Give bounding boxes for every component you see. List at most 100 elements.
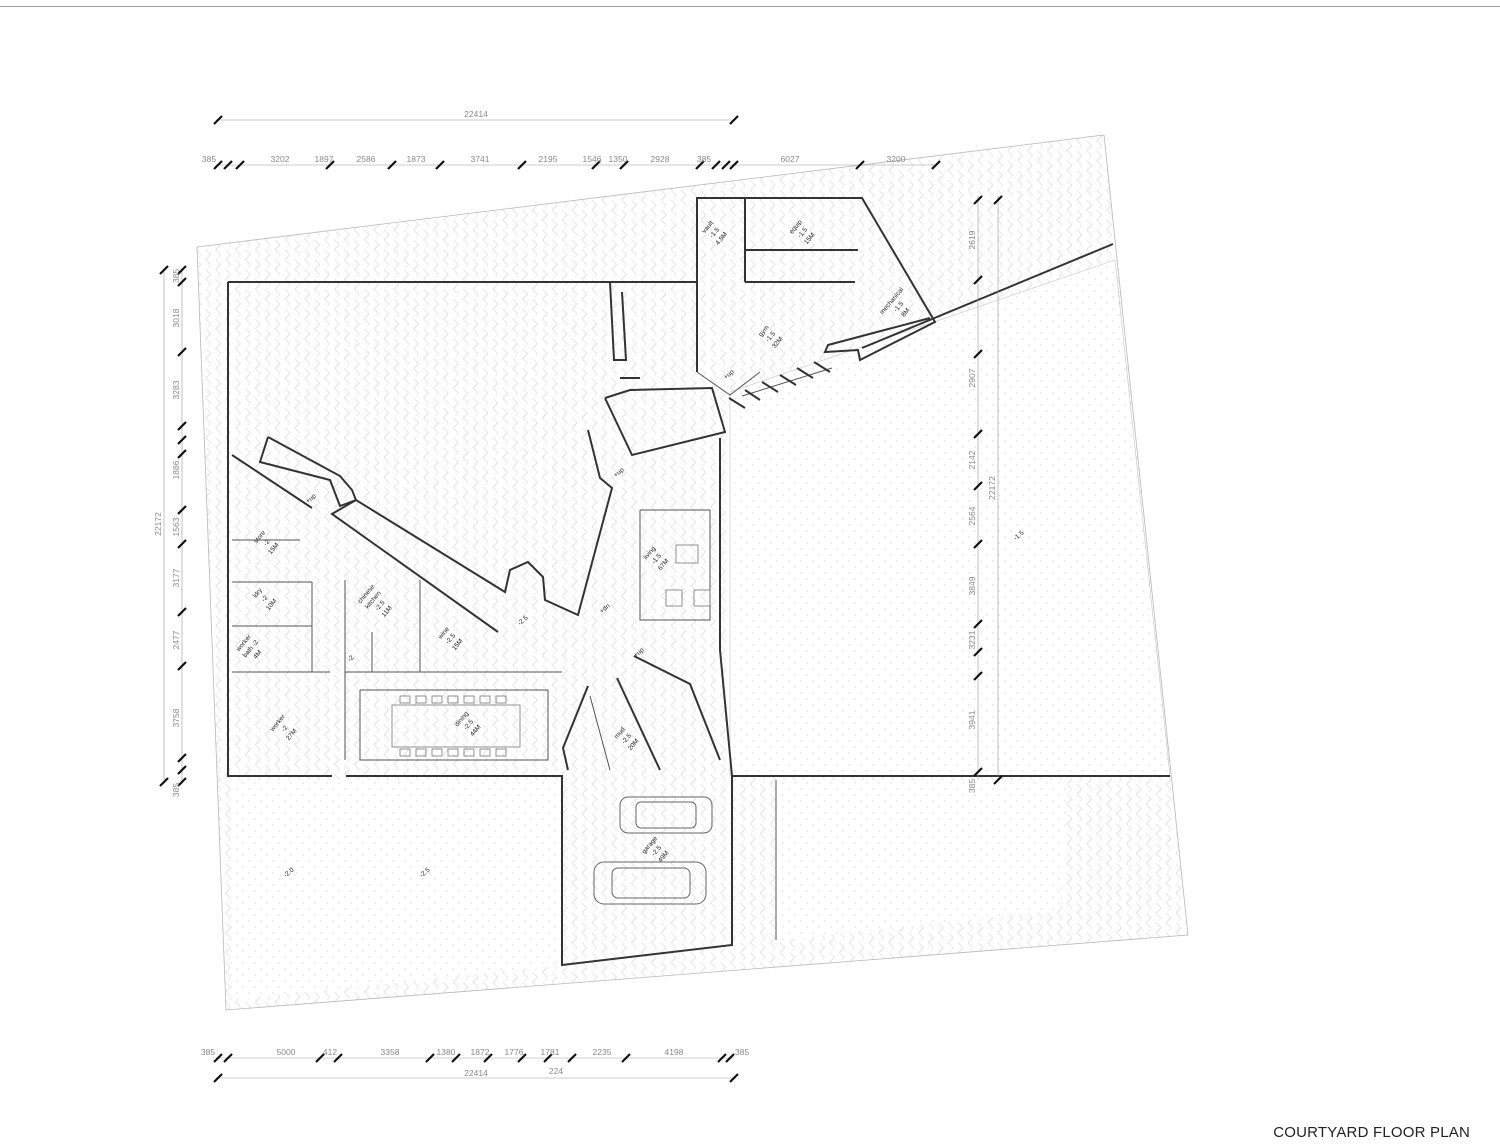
dim-left: 1886	[171, 460, 181, 479]
dim-bottom: 385	[735, 1047, 749, 1057]
dim-tick	[973, 275, 983, 285]
dim-tick	[567, 1053, 577, 1063]
dim-tick	[695, 160, 705, 170]
dim-right: 3849	[967, 576, 977, 595]
dim-tick	[177, 435, 187, 445]
dim-tick	[177, 765, 187, 775]
dim-tick	[931, 160, 941, 170]
dim-right: 2619	[967, 230, 977, 249]
dim-top: 2928	[651, 154, 670, 164]
plan-title: COURTYARD FLOOR PLAN	[1273, 1124, 1470, 1141]
dim-tick	[177, 777, 187, 787]
dim-tick	[333, 1053, 343, 1063]
dimension-ticks	[159, 115, 1003, 1083]
dim-tick	[729, 1073, 739, 1083]
dim-right: 3941	[967, 710, 977, 729]
dim-bottom: 1781	[541, 1047, 560, 1057]
dim-tick	[973, 671, 983, 681]
dim-tick	[711, 160, 721, 170]
dim-tick	[315, 1053, 325, 1063]
dim-top: 1546	[583, 154, 602, 164]
dim-tick	[973, 539, 983, 549]
dim-overall-right: 22172	[987, 476, 997, 500]
dim-tick	[517, 1053, 527, 1063]
room-label-line: 4M	[252, 649, 263, 660]
dim-left: 3018	[171, 308, 181, 327]
dim-top: 1897	[315, 154, 334, 164]
dim-right: 2142	[967, 450, 977, 469]
dim-top: 3741	[471, 154, 490, 164]
dim-tick	[451, 1053, 461, 1063]
dim-tick	[543, 1053, 553, 1063]
dim-tick	[717, 1053, 727, 1063]
dim-bottom: 1380	[437, 1047, 456, 1057]
dim-tick	[177, 265, 187, 275]
top-rule	[0, 6, 1500, 7]
dim-left: 3283	[171, 380, 181, 399]
dim-overall-left: 22172	[153, 512, 163, 536]
dim-left: 385	[171, 783, 181, 797]
dining-table	[391, 695, 521, 757]
dim-top: 2586	[357, 154, 376, 164]
site-paving	[196, 134, 1189, 1011]
interior-walls	[232, 367, 833, 940]
dim-tick	[619, 160, 629, 170]
room-label-line: -2	[262, 538, 271, 547]
dim-bottom: 2235	[593, 1047, 612, 1057]
dim-overall-bottom: 22414	[464, 1068, 488, 1078]
dim-left: 3177	[171, 568, 181, 587]
dim-tick	[483, 1053, 493, 1063]
garage-cars	[593, 796, 713, 905]
dim-tick	[177, 421, 187, 431]
dim-tick	[621, 1053, 631, 1063]
dim-tick	[213, 115, 223, 125]
dim-tick	[855, 160, 865, 170]
dim-top: 385	[697, 154, 711, 164]
dim-bottom: 385	[201, 1047, 215, 1057]
dim-right: 2907	[967, 368, 977, 387]
building-walls	[227, 197, 1170, 967]
dim-tick	[177, 661, 187, 671]
dim-tick	[213, 1073, 223, 1083]
dim-tick	[177, 607, 187, 617]
dim-tick	[973, 195, 983, 205]
dim-left: 385	[171, 269, 181, 283]
dim-tick	[387, 160, 397, 170]
dim-top: 1873	[407, 154, 426, 164]
dim-tick	[235, 160, 245, 170]
dim-tick	[177, 505, 187, 515]
dim-top: 6027	[781, 154, 800, 164]
room-label-line: -2	[280, 724, 289, 733]
dim-tick	[213, 160, 223, 170]
dim-tick	[223, 160, 233, 170]
dim-tick	[159, 777, 169, 787]
dim-tick	[729, 160, 739, 170]
dim-tick	[425, 1053, 435, 1063]
dim-tick	[517, 160, 527, 170]
dim-bottom: 4198	[665, 1047, 684, 1057]
living-furniture	[665, 544, 711, 607]
dim-tick	[177, 347, 187, 357]
dim-tick	[993, 775, 1003, 785]
room-label-line: -2	[260, 594, 269, 603]
dim-tick	[973, 647, 983, 657]
dim-bottom: 5000	[277, 1047, 296, 1057]
room-label-line: 8M	[900, 307, 911, 318]
dim-tick	[177, 277, 187, 287]
dim-tick	[177, 753, 187, 763]
dim-left: 3758	[171, 708, 181, 727]
dim-tick	[591, 160, 601, 170]
dim-bottom: 412	[323, 1047, 337, 1057]
dim-tick	[325, 160, 335, 170]
dim-overall-bottom-2: 224	[549, 1066, 563, 1076]
dim-tick	[973, 429, 983, 439]
dim-tick	[729, 115, 739, 125]
dim-tick	[725, 1053, 735, 1063]
dim-top: 3202	[271, 154, 290, 164]
dim-tick	[159, 265, 169, 275]
dim-bottom: 1872	[471, 1047, 490, 1057]
dim-tick	[435, 160, 445, 170]
dim-tick	[973, 349, 983, 359]
